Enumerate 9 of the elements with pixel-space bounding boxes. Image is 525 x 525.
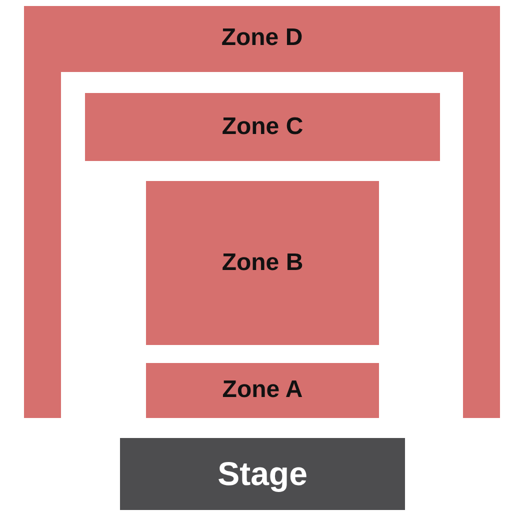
section-label: Zone D [221,24,303,52]
seating-section [146,181,379,345]
section-label: Zone B [222,248,304,278]
stage [120,438,405,510]
seating-section [85,93,440,161]
section-label: Zone A [222,376,303,405]
section-label: Zone C [222,112,304,142]
seating-section [146,363,379,418]
stage-label: Stage [218,454,308,494]
